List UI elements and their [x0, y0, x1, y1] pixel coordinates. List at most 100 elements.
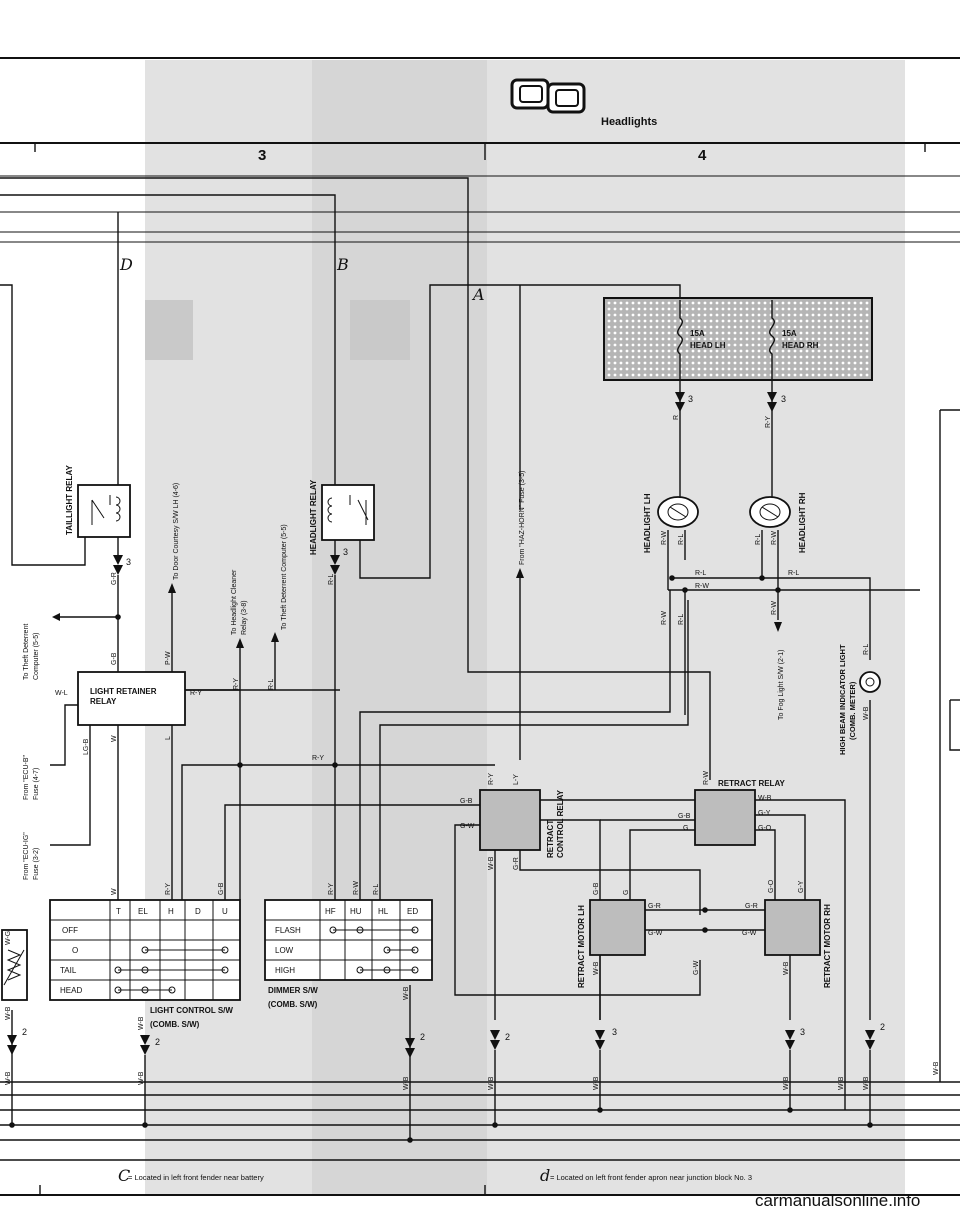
header-frame [0, 57, 960, 1196]
svg-text:To Fog Light S/W (2-1): To Fog Light S/W (2-1) [778, 650, 785, 720]
svg-text:LIGHT RETAINER: LIGHT RETAINER [90, 687, 157, 696]
svg-text:R-W: R-W [695, 583, 709, 590]
svg-text:(COMB. METER): (COMB. METER) [848, 681, 857, 740]
svg-text:W-B: W-B [593, 961, 600, 975]
svg-text:3: 3 [126, 557, 131, 567]
svg-text:Fuse (3-2): Fuse (3-2) [33, 848, 40, 880]
high-beam-indicator: HIGH BEAM INDICATOR LIGHT (COMB. METER) [838, 644, 881, 755]
svg-text:OFF: OFF [62, 926, 78, 935]
column-number-4: 4 [698, 147, 707, 164]
svg-text:G-W: G-W [460, 823, 475, 830]
svg-text:R-Y: R-Y [765, 416, 772, 428]
column-number-3: 3 [258, 147, 266, 164]
taillight-relay: TAILLIGHT RELAY [65, 465, 131, 538]
svg-text:To Theft Deterrent Computer (5: To Theft Deterrent Computer (5-5) [281, 524, 288, 630]
svg-text:RETRACT: RETRACT [546, 820, 555, 858]
connector-numbers: 3 3 3 3 2 2 2 2 3 3 2 [22, 394, 885, 1047]
svg-text:T: T [116, 907, 121, 916]
footnote-c-letter: C [118, 1166, 130, 1185]
svg-text:R-W: R-W [771, 601, 778, 615]
shaded-region-center [312, 60, 487, 1195]
fuse-rh-name: HEAD RH [782, 341, 819, 350]
svg-text:From "HAZ-HORN" Fuse (3-5): From "HAZ-HORN" Fuse (3-5) [519, 471, 526, 565]
svg-text:G: G [623, 890, 630, 895]
section-letter-a: A [471, 285, 485, 304]
svg-text:G-B: G-B [218, 882, 225, 895]
svg-text:From "ECU-B": From "ECU-B" [23, 754, 30, 800]
svg-text:R-W: R-W [661, 611, 668, 625]
svg-text:CONTROL RELAY: CONTROL RELAY [556, 789, 565, 858]
footnotes: C = Located in left front fender near ba… [118, 1166, 752, 1185]
wire-color-labels: G-R G-B P-W W-L R-Y LG-B W L R-Y R-L R-L… [5, 415, 940, 1090]
svg-text:R-Y: R-Y [190, 690, 202, 697]
svg-text:U: U [222, 907, 228, 916]
svg-text:R-L: R-L [863, 644, 870, 655]
svg-text:HEADLIGHT RELAY: HEADLIGHT RELAY [309, 479, 318, 555]
svg-text:R-Y: R-Y [328, 883, 335, 895]
svg-text:L-Y: L-Y [513, 774, 520, 785]
svg-text:W-B: W-B [758, 795, 772, 802]
svg-text:H: H [168, 907, 174, 916]
svg-text:3: 3 [781, 394, 786, 404]
separator-lines [0, 175, 960, 243]
svg-text:LG-B: LG-B [83, 738, 90, 755]
svg-text:R-W: R-W [771, 531, 778, 545]
fuse-lh-rating: 15A [690, 329, 705, 338]
svg-text:G-W: G-W [693, 960, 700, 975]
svg-text:R-L: R-L [373, 884, 380, 895]
svg-text:3: 3 [800, 1027, 805, 1037]
svg-text:W-G: W-G [5, 931, 12, 945]
svg-text:R-L: R-L [695, 570, 706, 577]
svg-text:O: O [72, 946, 78, 955]
svg-text:W-B: W-B [838, 1076, 845, 1090]
svg-text:W-B: W-B [5, 1006, 12, 1020]
svg-text:G-B: G-B [678, 813, 691, 820]
svg-text:RETRACT RELAY: RETRACT RELAY [718, 779, 785, 788]
svg-text:FLASH: FLASH [275, 926, 301, 935]
svg-text:R-L: R-L [328, 574, 335, 585]
svg-text:G-B: G-B [460, 798, 473, 805]
svg-text:LIGHT CONTROL S/W: LIGHT CONTROL S/W [150, 1006, 233, 1015]
svg-text:G-Y: G-Y [758, 810, 771, 817]
headlight-relay: HEADLIGHT RELAY [309, 479, 375, 555]
svg-text:From "ECU-IG": From "ECU-IG" [23, 832, 30, 880]
svg-text:LOW: LOW [275, 946, 294, 955]
section-letter-b: B [336, 255, 349, 274]
svg-text:R-Y: R-Y [233, 678, 240, 690]
svg-text:R-Y: R-Y [488, 773, 495, 785]
svg-text:G: G [683, 825, 688, 832]
svg-text:R-L: R-L [268, 679, 275, 690]
svg-text:HEADLIGHT LH: HEADLIGHT LH [643, 493, 652, 553]
svg-text:R-L: R-L [788, 570, 799, 577]
rheostat [1, 929, 28, 1001]
svg-text:TAIL: TAIL [60, 966, 77, 975]
fuse-block: 15A HEAD LH 15A HEAD RH [603, 297, 873, 381]
svg-text:G-B: G-B [111, 652, 118, 665]
wiring [0, 177, 960, 1161]
svg-text:G-R: G-R [745, 903, 758, 910]
svg-text:G-O: G-O [758, 825, 772, 832]
svg-text:R-W: R-W [353, 881, 360, 895]
svg-text:TAILLIGHT RELAY: TAILLIGHT RELAY [65, 465, 74, 535]
svg-text:W-B: W-B [933, 1061, 940, 1075]
diagram-title: Headlights [601, 116, 657, 128]
svg-text:R-Y: R-Y [312, 755, 324, 762]
svg-text:2: 2 [880, 1022, 885, 1032]
svg-text:RETRACT MOTOR LH: RETRACT MOTOR LH [577, 905, 586, 988]
svg-text:3: 3 [612, 1027, 617, 1037]
svg-text:R-Y: R-Y [165, 883, 172, 895]
svg-text:W-B: W-B [593, 1076, 600, 1090]
svg-text:L: L [165, 736, 172, 740]
svg-text:ED: ED [407, 907, 418, 916]
svg-text:Computer (5-5): Computer (5-5) [33, 633, 40, 680]
svg-text:RELAY: RELAY [90, 697, 117, 706]
connector-markers [7, 392, 875, 1058]
svg-text:R-L: R-L [755, 534, 762, 545]
svg-text:G-R: G-R [513, 857, 520, 870]
headlights-icon [510, 78, 586, 114]
retract-motor-lh: RETRACT MOTOR LH [577, 899, 646, 988]
svg-text:EL: EL [138, 907, 148, 916]
svg-text:DIMMER S/W: DIMMER S/W [268, 986, 318, 995]
